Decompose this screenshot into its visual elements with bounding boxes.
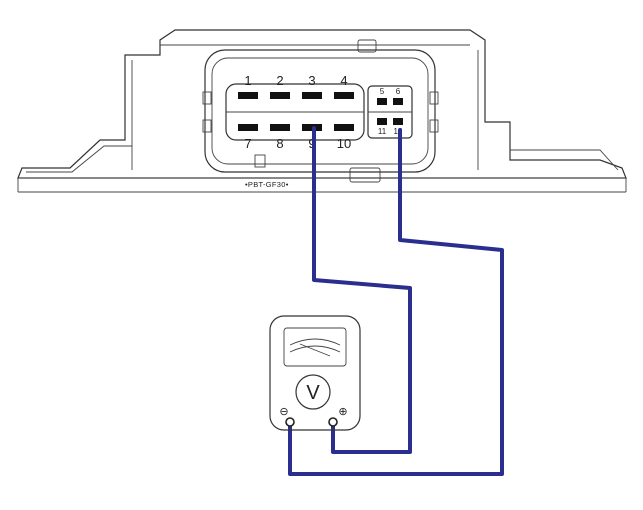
voltage-label: V bbox=[306, 382, 320, 404]
pin-label: 5 bbox=[380, 87, 385, 96]
connector-shroud bbox=[204, 49, 436, 173]
negative-terminal bbox=[285, 417, 295, 427]
material-label: •PBT-GF30• bbox=[245, 180, 289, 189]
pin-terminal bbox=[270, 124, 290, 131]
pin-label: 11 bbox=[378, 127, 387, 136]
pin-terminal bbox=[377, 98, 387, 105]
pin-terminal bbox=[302, 124, 322, 131]
pin-label: 10 bbox=[337, 136, 351, 151]
pin-terminal bbox=[270, 92, 290, 99]
pin-label: 1 bbox=[244, 73, 251, 88]
positive-terminal-sign: ⊕ bbox=[338, 406, 347, 418]
negative-terminal-sign: ⊖ bbox=[279, 406, 288, 418]
multimeter-body bbox=[269, 315, 361, 431]
pin-terminal bbox=[334, 124, 354, 131]
pin-label: 3 bbox=[308, 73, 315, 88]
positive-terminal bbox=[328, 417, 338, 427]
ecu-housing bbox=[17, 29, 627, 193]
pin-terminal bbox=[238, 92, 258, 99]
pin-label: 6 bbox=[396, 87, 401, 96]
meter-display bbox=[283, 327, 347, 367]
pin-terminal bbox=[238, 124, 258, 131]
pin-terminal bbox=[302, 92, 322, 99]
meter-needle bbox=[299, 343, 331, 357]
wire-pin12-to-negative bbox=[288, 128, 504, 476]
pin-label: 7 bbox=[244, 136, 251, 151]
pin-row-top: 1 2 3 4 bbox=[238, 73, 354, 99]
pin-terminal bbox=[393, 118, 403, 125]
wires bbox=[288, 126, 504, 476]
dial bbox=[295, 374, 331, 410]
pin-label: 8 bbox=[276, 136, 283, 151]
pin-terminal bbox=[393, 98, 403, 105]
wire-pin9-to-positive bbox=[312, 126, 412, 454]
meter-scale bbox=[289, 338, 341, 346]
pin-terminal bbox=[334, 92, 354, 99]
housing-flange bbox=[17, 29, 627, 179]
multimeter: V ⊖ ⊕ bbox=[269, 315, 361, 431]
pin-label: 2 bbox=[276, 73, 283, 88]
pin-terminal bbox=[377, 118, 387, 125]
pin-label: 4 bbox=[340, 73, 347, 88]
